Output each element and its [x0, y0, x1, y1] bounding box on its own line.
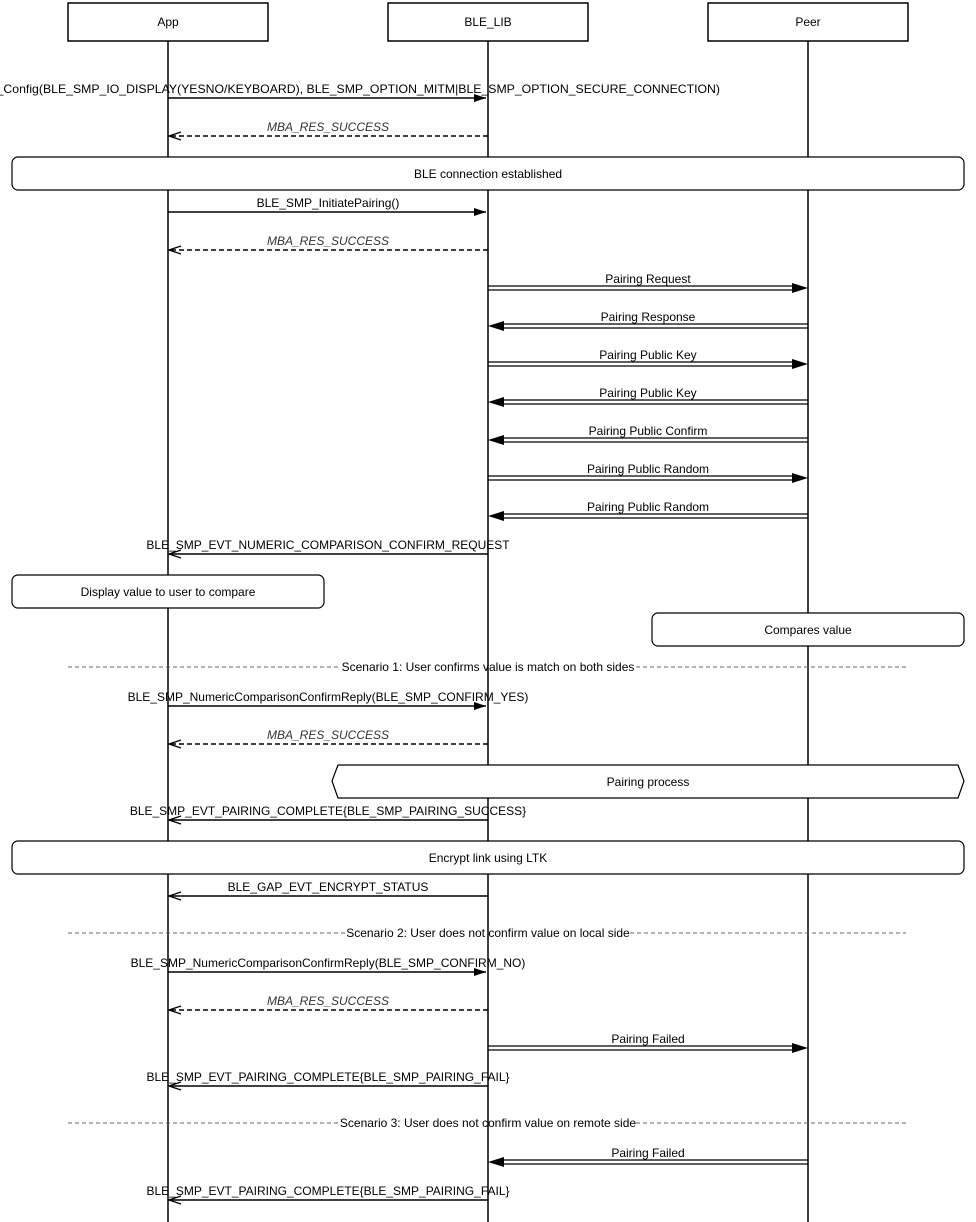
message-label: MBA_RES_SUCCESS: [267, 234, 389, 248]
message-label: MBA_RES_SUCCESS: [267, 728, 389, 742]
scenario-label: Scenario 2: User does not confirm value …: [346, 926, 630, 940]
message-public-key-in: Pairing Public Key: [488, 386, 808, 407]
message-label: BLE_SMP_EVT_PAIRING_COMPLETE{BLE_SMP_PAI…: [146, 1070, 509, 1084]
message-pairing-request: Pairing Request: [488, 272, 808, 293]
scenario-divider-2: Scenario 2: User does not confirm value …: [68, 926, 906, 940]
note-label: Pairing process: [607, 775, 690, 789]
message-label: Pairing Failed: [611, 1032, 684, 1046]
note-label: Compares value: [764, 623, 852, 637]
participant-peer-label: Peer: [795, 15, 820, 29]
message-label: BLE_SMP_EVT_NUMERIC_COMPARISON_CONFIRM_R…: [146, 538, 510, 552]
message-pairing-failed-out: Pairing Failed: [488, 1032, 808, 1053]
message-pairing-complete-fail-remote: BLE_SMP_EVT_PAIRING_COMPLETE{BLE_SMP_PAI…: [146, 1184, 510, 1200]
message-label: BLE_GAP_EVT_ENCRYPT_STATUS: [228, 880, 429, 894]
participant-app: App: [67, 2, 269, 42]
scenario-divider-3: Scenario 3: User does not confirm value …: [68, 1116, 906, 1130]
message-pairing-complete-fail: BLE_SMP_EVT_PAIRING_COMPLETE{BLE_SMP_PAI…: [146, 1070, 510, 1086]
message-label: Pairing Request: [605, 272, 691, 286]
message-confirm-reply-no: BLE_SMP_NumericComparisonConfirmReply(BL…: [131, 956, 526, 976]
message-return-success: MBA_RES_SUCCESS: [169, 728, 488, 744]
message-label: BLE_SMP_EVT_PAIRING_COMPLETE{BLE_SMP_PAI…: [130, 804, 526, 818]
message-pairing-failed-in: Pairing Failed: [488, 1146, 808, 1167]
message-public-random-out: Pairing Public Random: [488, 462, 808, 483]
scenario-label: Scenario 1: User confirms value is match…: [342, 660, 635, 674]
note-label: Encrypt link using LTK: [429, 851, 548, 865]
message-return-success: MBA_RES_SUCCESS: [169, 994, 488, 1010]
message-pairing-complete-success: BLE_SMP_EVT_PAIRING_COMPLETE{BLE_SMP_PAI…: [130, 804, 526, 820]
message-label: Pairing Response: [601, 310, 696, 324]
message-label: BLE_SMP_InitiatePairing(): [257, 196, 400, 210]
message-label: MBA_RES_SUCCESS: [267, 994, 389, 1008]
message-initiate-pairing: BLE_SMP_InitiatePairing(): [168, 196, 486, 216]
participant-ble-lib-label: BLE_LIB: [464, 15, 511, 29]
message-smp-config: BLE_SMP_Config(BLE_SMP_IO_DISPLAY(YESNO/…: [0, 82, 720, 102]
message-confirm-reply-yes: BLE_SMP_NumericComparisonConfirmReply(BL…: [128, 690, 529, 710]
note-display-value: Display value to user to compare: [11, 574, 325, 609]
message-label: MBA_RES_SUCCESS: [267, 120, 389, 134]
message-label: BLE_SMP_Config(BLE_SMP_IO_DISPLAY(YESNO/…: [0, 82, 720, 96]
message-pairing-response: Pairing Response: [488, 310, 808, 331]
note-compares-value: Compares value: [651, 612, 965, 647]
message-public-key-out: Pairing Public Key: [488, 348, 808, 369]
message-label: Pairing Failed: [611, 1146, 684, 1160]
participant-ble-lib: BLE_LIB: [387, 2, 589, 42]
scenario-divider-1: Scenario 1: User confirms value is match…: [68, 660, 906, 674]
participant-app-label: App: [157, 15, 179, 29]
message-label: BLE_SMP_NumericComparisonConfirmReply(BL…: [131, 956, 526, 970]
message-label: BLE_SMP_NumericComparisonConfirmReply(BL…: [128, 690, 529, 704]
scenario-label: Scenario 3: User does not confirm value …: [340, 1116, 636, 1130]
message-label: Pairing Public Key: [599, 348, 696, 362]
note-connection-established: BLE connection established: [11, 156, 965, 191]
note-encrypt-link: Encrypt link using LTK: [11, 840, 965, 875]
message-label: BLE_SMP_EVT_PAIRING_COMPLETE{BLE_SMP_PAI…: [146, 1184, 509, 1198]
message-label: Pairing Public Confirm: [589, 424, 708, 438]
note-label: BLE connection established: [414, 167, 562, 181]
message-label: Pairing Public Random: [587, 462, 709, 476]
message-public-confirm: Pairing Public Confirm: [488, 424, 808, 445]
note-label: Display value to user to compare: [81, 585, 256, 599]
message-label: Pairing Public Random: [587, 500, 709, 514]
message-numeric-comparison-request: BLE_SMP_EVT_NUMERIC_COMPARISON_CONFIRM_R…: [146, 538, 510, 554]
message-return-success: MBA_RES_SUCCESS: [169, 120, 488, 136]
message-public-random-in: Pairing Public Random: [488, 500, 808, 521]
message-return-success: MBA_RES_SUCCESS: [169, 234, 488, 250]
message-label: Pairing Public Key: [599, 386, 696, 400]
message-encrypt-status: BLE_GAP_EVT_ENCRYPT_STATUS: [169, 880, 488, 896]
participant-peer: Peer: [707, 2, 909, 42]
note-pairing-process: Pairing process: [331, 764, 965, 799]
